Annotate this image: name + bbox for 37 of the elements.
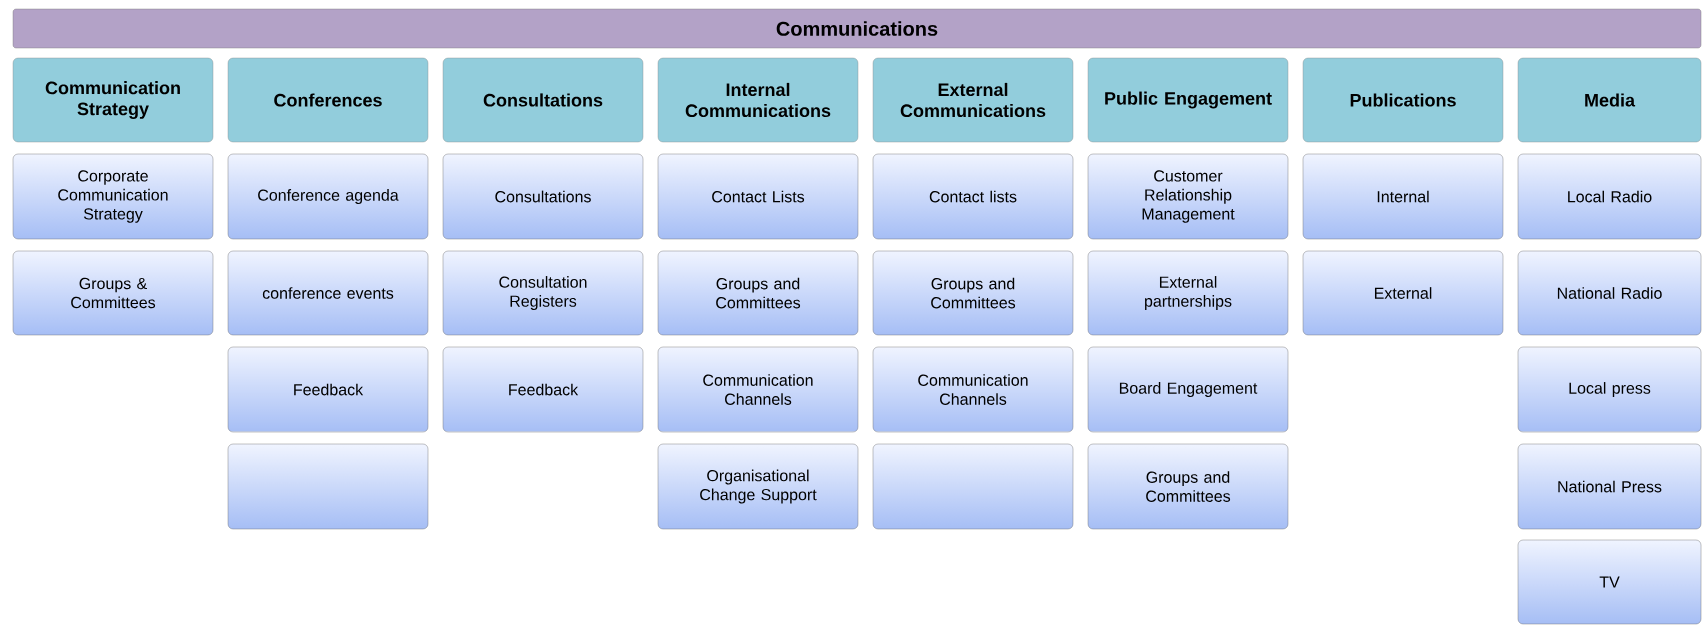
empty-box [872, 443, 1074, 530]
category-box: Publications [1302, 57, 1504, 143]
empty-box [227, 443, 429, 530]
title-bar: Communications [12, 8, 1702, 49]
category-box: Conferences [227, 57, 429, 143]
item-box: Consultations [442, 153, 644, 240]
item-box: Communication Channels [657, 346, 859, 433]
item-box: Internal [1302, 153, 1504, 240]
item-box: Conference agenda [227, 153, 429, 240]
item-box: Groups and Committees [1087, 443, 1289, 530]
category-box: Media [1517, 57, 1702, 143]
item-box: Groups & Committees [12, 250, 214, 336]
item-box: National Radio [1517, 250, 1702, 336]
item-box: Local press [1517, 346, 1702, 433]
category-box: Communication Strategy [12, 57, 214, 143]
item-box: Corporate Communication Strategy [12, 153, 214, 240]
category-box: Consultations [442, 57, 644, 143]
item-box: Customer Relationship Management [1087, 153, 1289, 240]
category-box: Public Engagement [1087, 57, 1289, 143]
item-box: External partnerships [1087, 250, 1289, 336]
item-box: Consultation Registers [442, 250, 644, 336]
item-box: Local Radio [1517, 153, 1702, 240]
item-box: TV [1517, 539, 1702, 625]
item-box: Board Engagement [1087, 346, 1289, 433]
item-box: Contact lists [872, 153, 1074, 240]
item-box: External [1302, 250, 1504, 336]
category-box: Internal Communications [657, 57, 859, 143]
item-box: Contact Lists [657, 153, 859, 240]
item-box: Feedback [227, 346, 429, 433]
item-box: Feedback [442, 346, 644, 433]
item-box: Communication Channels [872, 346, 1074, 433]
category-box: External Communications [872, 57, 1074, 143]
item-box: Groups and Committees [657, 250, 859, 336]
item-box: National Press [1517, 443, 1702, 530]
item-box: Groups and Committees [872, 250, 1074, 336]
item-box: Organisational Change Support [657, 443, 859, 530]
item-box: conference events [227, 250, 429, 336]
